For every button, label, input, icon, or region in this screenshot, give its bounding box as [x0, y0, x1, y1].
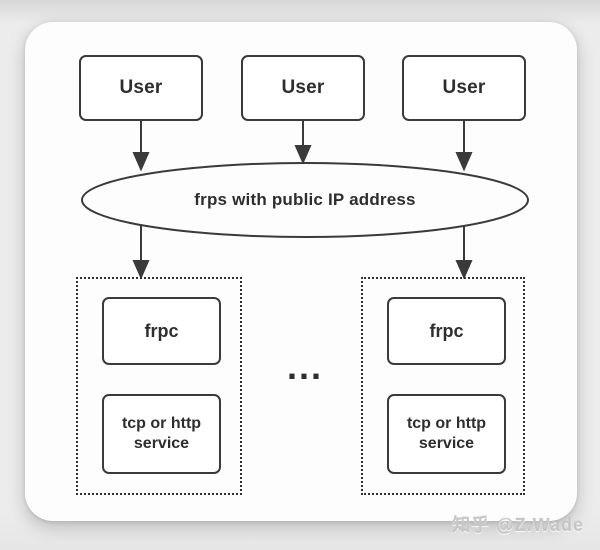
user-node-3-label: User	[442, 77, 486, 98]
user-node-1: User	[79, 55, 203, 121]
service-node-2-label: tcp or http service	[406, 415, 487, 452]
arrow-user3-to-frps	[455, 121, 473, 172]
frpc-node-1-label: frpc	[144, 320, 179, 341]
zhihu-watermark: 知乎 @Z.Wade	[452, 515, 584, 535]
user-node-2: User	[241, 55, 365, 121]
service-node-2: tcp or http service	[387, 394, 506, 474]
service-node-1-label: tcp or http service	[121, 415, 202, 452]
service-node-1: tcp or http service	[102, 394, 221, 474]
user-node-3: User	[402, 55, 526, 121]
arrow-frps-to-client2	[455, 225, 473, 280]
user-node-1-label: User	[119, 77, 163, 98]
frps-server-label: frps with public IP address	[194, 190, 416, 209]
connector-layer	[81, 121, 529, 280]
diagram-card: User User User frps with public IP addre…	[25, 22, 577, 521]
client-group-1: frpc tcp or http service	[76, 277, 242, 495]
frpc-node-2: frpc	[387, 297, 506, 365]
frps-ellipse-outline	[81, 162, 529, 238]
client-group-2: frpc tcp or http service	[361, 277, 525, 495]
user-node-2-label: User	[281, 77, 325, 98]
arrow-frps-to-client1	[132, 224, 150, 280]
more-clients-ellipsis: ...	[286, 346, 323, 387]
frpc-node-1: frpc	[102, 297, 221, 365]
arrow-user2-to-frps	[294, 121, 312, 165]
arrow-user1-to-frps	[132, 121, 150, 172]
frpc-node-2-label: frpc	[429, 320, 464, 341]
